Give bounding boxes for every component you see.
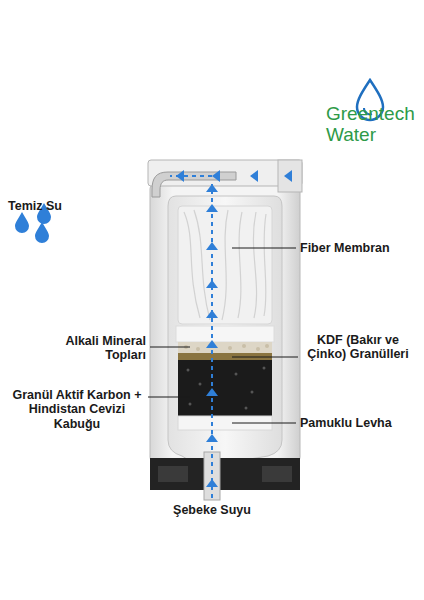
brand-logo: Greentech Water <box>326 104 422 146</box>
part-label: Fiber Membran <box>300 241 418 255</box>
part-label: Alkali Mineral Topları <box>40 334 146 363</box>
outlet-label: Temiz Su <box>8 199 88 213</box>
part-label: Granül Aktif Karbon + Hindistan Cevizi K… <box>12 388 142 431</box>
inlet-label: Şebeke Suyu <box>160 503 264 517</box>
part-label: Pamuklu Levha <box>300 416 418 430</box>
part-label: KDF (Bakır ve Çinko) Granülleri <box>302 333 414 362</box>
